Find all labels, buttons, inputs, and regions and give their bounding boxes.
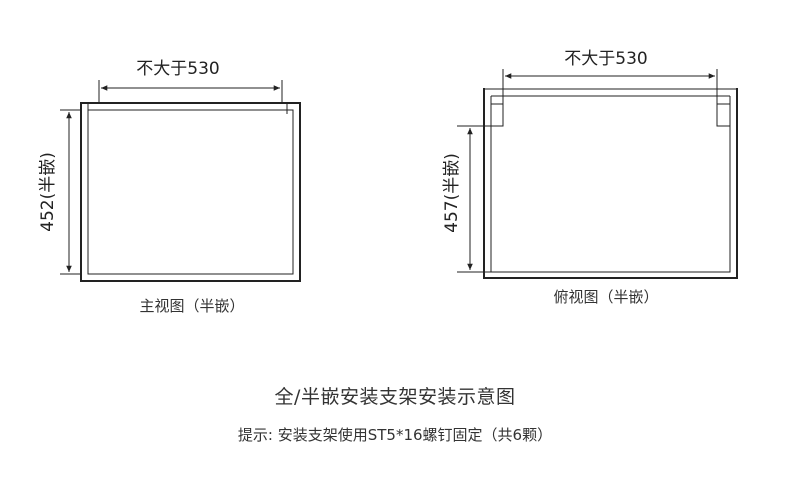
top-view-caption: 俯视图（半嵌）: [553, 288, 658, 306]
front-view: 不大于530 452(半嵌) 主视图（半嵌）: [38, 59, 301, 315]
front-view-caption: 主视图（半嵌）: [139, 297, 244, 315]
top-height-label: 457(半嵌): [442, 153, 462, 233]
top-view: 不大于530 457(半嵌) 俯视图（半嵌）: [442, 49, 738, 306]
installation-note: 提示: 安装支架使用ST5*16螺钉固定（共6颗）: [237, 426, 553, 444]
top-view-bracket-left: [490, 103, 504, 127]
front-view-inner-frame: [87, 109, 294, 275]
top-view-bracket-right: [716, 103, 731, 127]
top-view-outer-frame: [483, 88, 738, 279]
front-height-label: 452(半嵌): [38, 152, 58, 232]
top-width-label: 不大于530: [564, 49, 647, 69]
front-width-label: 不大于530: [136, 59, 219, 79]
top-view-inner-frame: [490, 96, 731, 273]
front-view-outer-frame: [80, 102, 301, 282]
diagram-title: 全/半嵌安装支架安装示意图: [274, 386, 516, 408]
